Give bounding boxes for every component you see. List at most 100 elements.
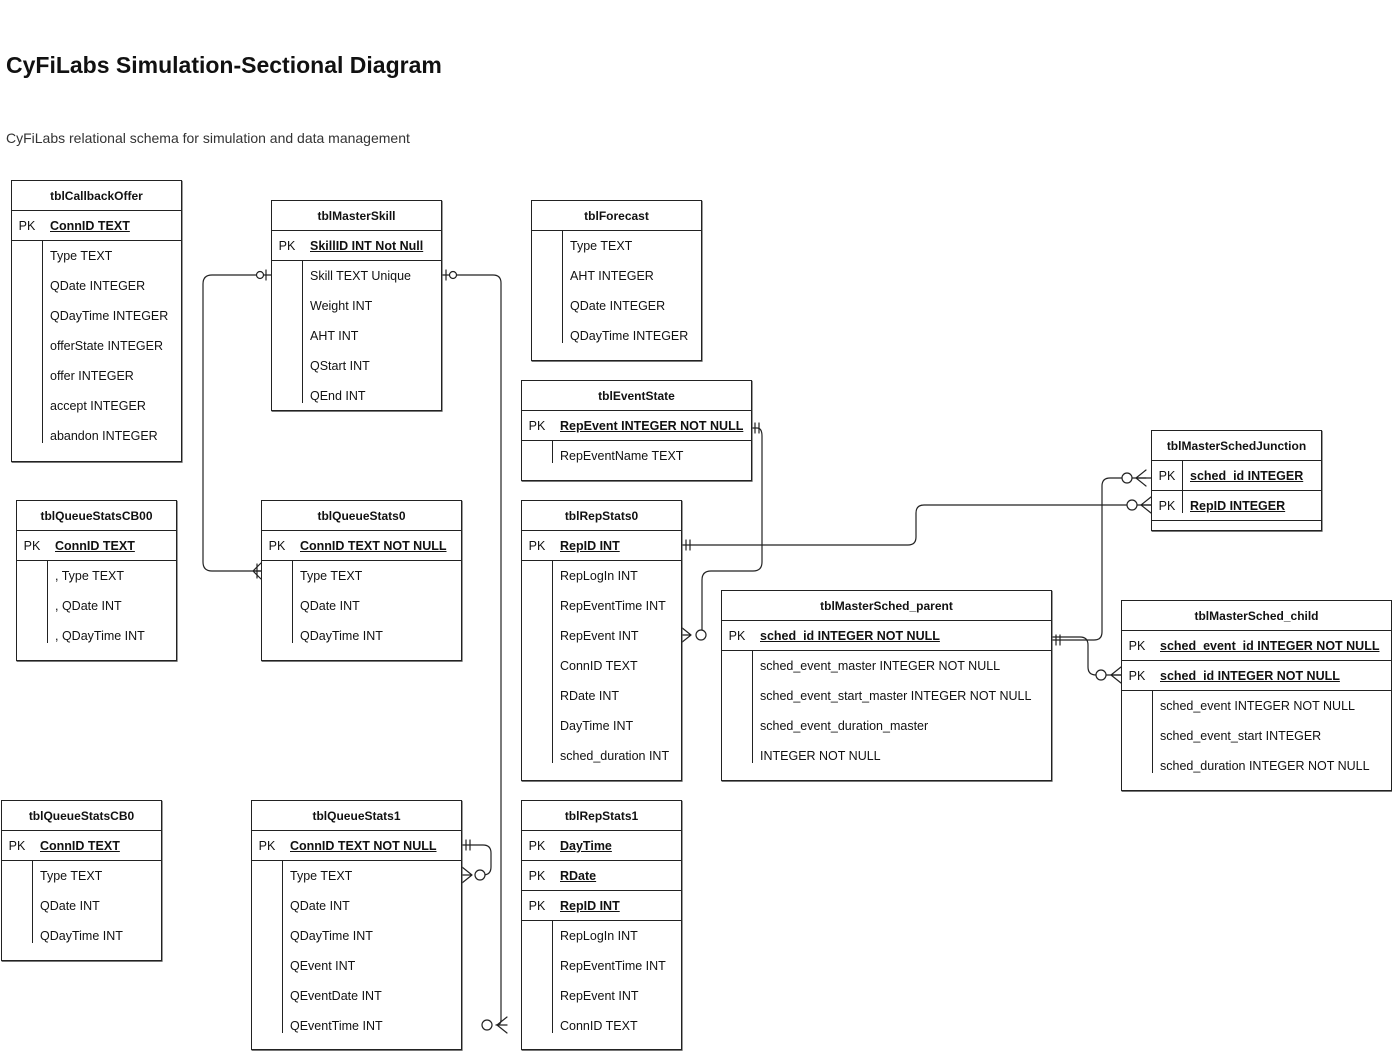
table-header: tblMasterSched_child bbox=[1122, 601, 1391, 631]
table-tblforecast[interactable]: tblForecast Type TEXT AHT INTEGER QDate … bbox=[531, 200, 702, 361]
field-row: ConnID TEXT bbox=[522, 651, 681, 681]
field-row: RepEventName TEXT bbox=[522, 441, 751, 471]
pk-label: PK bbox=[528, 419, 546, 433]
field-name: abandon INTEGER bbox=[50, 429, 158, 443]
field-name: , QDayTime INT bbox=[55, 629, 145, 643]
field-name: AHT INT bbox=[310, 329, 359, 343]
field-name: QDate INTEGER bbox=[50, 279, 146, 293]
field-row: QEnd INT bbox=[272, 381, 441, 411]
table-tbleventstate[interactable]: tblEventState PK RepEvent INTEGER NOT NUL… bbox=[521, 380, 752, 481]
field-row: ConnID TEXT bbox=[522, 1011, 681, 1041]
table-header: tblEventState bbox=[522, 381, 751, 411]
field-name: QDate INT bbox=[300, 599, 360, 613]
field-row: QDayTime INTEGER bbox=[12, 301, 181, 331]
field-row: INTEGER NOT NULL bbox=[722, 741, 1051, 771]
pk-field: ConnID TEXT NOT NULL bbox=[290, 839, 437, 853]
connector-line bbox=[1050, 636, 1122, 676]
pk-label: PK bbox=[18, 219, 36, 233]
field-row: QDate INT bbox=[2, 891, 161, 921]
field-name: QEventDate INT bbox=[290, 989, 382, 1003]
zero-circle-marker bbox=[474, 869, 486, 881]
field-name: sched_event_master INTEGER NOT NULL bbox=[760, 659, 1001, 673]
field-name: QEvent INT bbox=[290, 959, 356, 973]
field-name: offer INTEGER bbox=[50, 369, 134, 383]
field-row: QEventTime INT bbox=[252, 1011, 461, 1041]
pk-label: PK bbox=[528, 899, 546, 913]
field-row: sched_event_master INTEGER NOT NULL bbox=[722, 651, 1051, 681]
pk-label: PK bbox=[1158, 499, 1176, 513]
table-header: tblQueueStatsCB00 bbox=[17, 501, 176, 531]
field-name: sched_event_start_master INTEGER NOT NUL… bbox=[760, 689, 1032, 703]
field-name: Weight INT bbox=[310, 299, 373, 313]
field-name: RepLogIn INT bbox=[560, 569, 638, 583]
field-row: QDayTime INT bbox=[262, 621, 461, 651]
field-name: DayTime INT bbox=[560, 719, 634, 733]
zero-circle-marker bbox=[1095, 669, 1107, 681]
field-name: sched_event_duration_master bbox=[760, 719, 929, 733]
field-name: QDayTime INT bbox=[40, 929, 123, 943]
field-name: offerState INTEGER bbox=[50, 339, 164, 353]
field-row: AHT INTEGER bbox=[532, 261, 701, 291]
table-header: tblForecast bbox=[532, 201, 701, 231]
field-row: Type TEXT bbox=[12, 241, 181, 271]
field-name: sched_duration INTEGER NOT NULL bbox=[1160, 759, 1370, 773]
rel-repstats0-junction bbox=[680, 496, 1152, 551]
pk-field: sched_id INTEGER NOT NULL bbox=[760, 629, 940, 643]
field-row: Type TEXT bbox=[252, 861, 461, 891]
pk-label: PK bbox=[278, 239, 296, 253]
field-name: RepLogIn INT bbox=[560, 929, 638, 943]
table-header: tblRepStats0 bbox=[522, 501, 681, 531]
field-row: RepEventTime INT bbox=[522, 951, 681, 981]
field-name: sched_duration INT bbox=[560, 749, 670, 763]
pk-label: PK bbox=[8, 839, 26, 853]
pk-field: ConnID TEXT bbox=[55, 539, 135, 553]
pk-label: PK bbox=[23, 539, 41, 553]
zero-circle-marker bbox=[481, 1019, 493, 1031]
field-name: AHT INTEGER bbox=[570, 269, 654, 283]
field-row: offer INTEGER bbox=[12, 361, 181, 391]
field-name: Type TEXT bbox=[290, 869, 353, 883]
pk-label: PK bbox=[1158, 469, 1176, 483]
field-name: RepEvent INT bbox=[560, 989, 639, 1003]
pk-label: PK bbox=[1128, 669, 1146, 683]
field-row: Type TEXT bbox=[2, 861, 161, 891]
crowfoot-marker bbox=[496, 1016, 508, 1034]
pk-field: DayTime bbox=[560, 839, 612, 853]
table-header: tblMasterSched_parent bbox=[722, 591, 1051, 621]
field-name: QDayTime INT bbox=[290, 929, 373, 943]
field-row: QDayTime INT bbox=[2, 921, 161, 951]
field-name: RDate INT bbox=[560, 689, 620, 703]
zero-circle-marker bbox=[448, 270, 458, 280]
crowfoot-marker bbox=[1135, 469, 1147, 487]
field-name: QDayTime INTEGER bbox=[570, 329, 689, 343]
pk-row: PK RepEvent INTEGER NOT NULL bbox=[522, 411, 751, 441]
field-name: sched_event_start INTEGER bbox=[1160, 729, 1322, 743]
field-row: sched_event_start INTEGER bbox=[1122, 721, 1391, 751]
field-row: sched_event_start_master INTEGER NOT NUL… bbox=[722, 681, 1051, 711]
field-row: RepLogIn INT bbox=[522, 561, 681, 591]
pk-label: PK bbox=[528, 839, 546, 853]
field-row: RepEventTime INT bbox=[522, 591, 681, 621]
pk-field: RepEvent INTEGER NOT NULL bbox=[560, 419, 744, 433]
connector-line bbox=[680, 504, 1152, 546]
